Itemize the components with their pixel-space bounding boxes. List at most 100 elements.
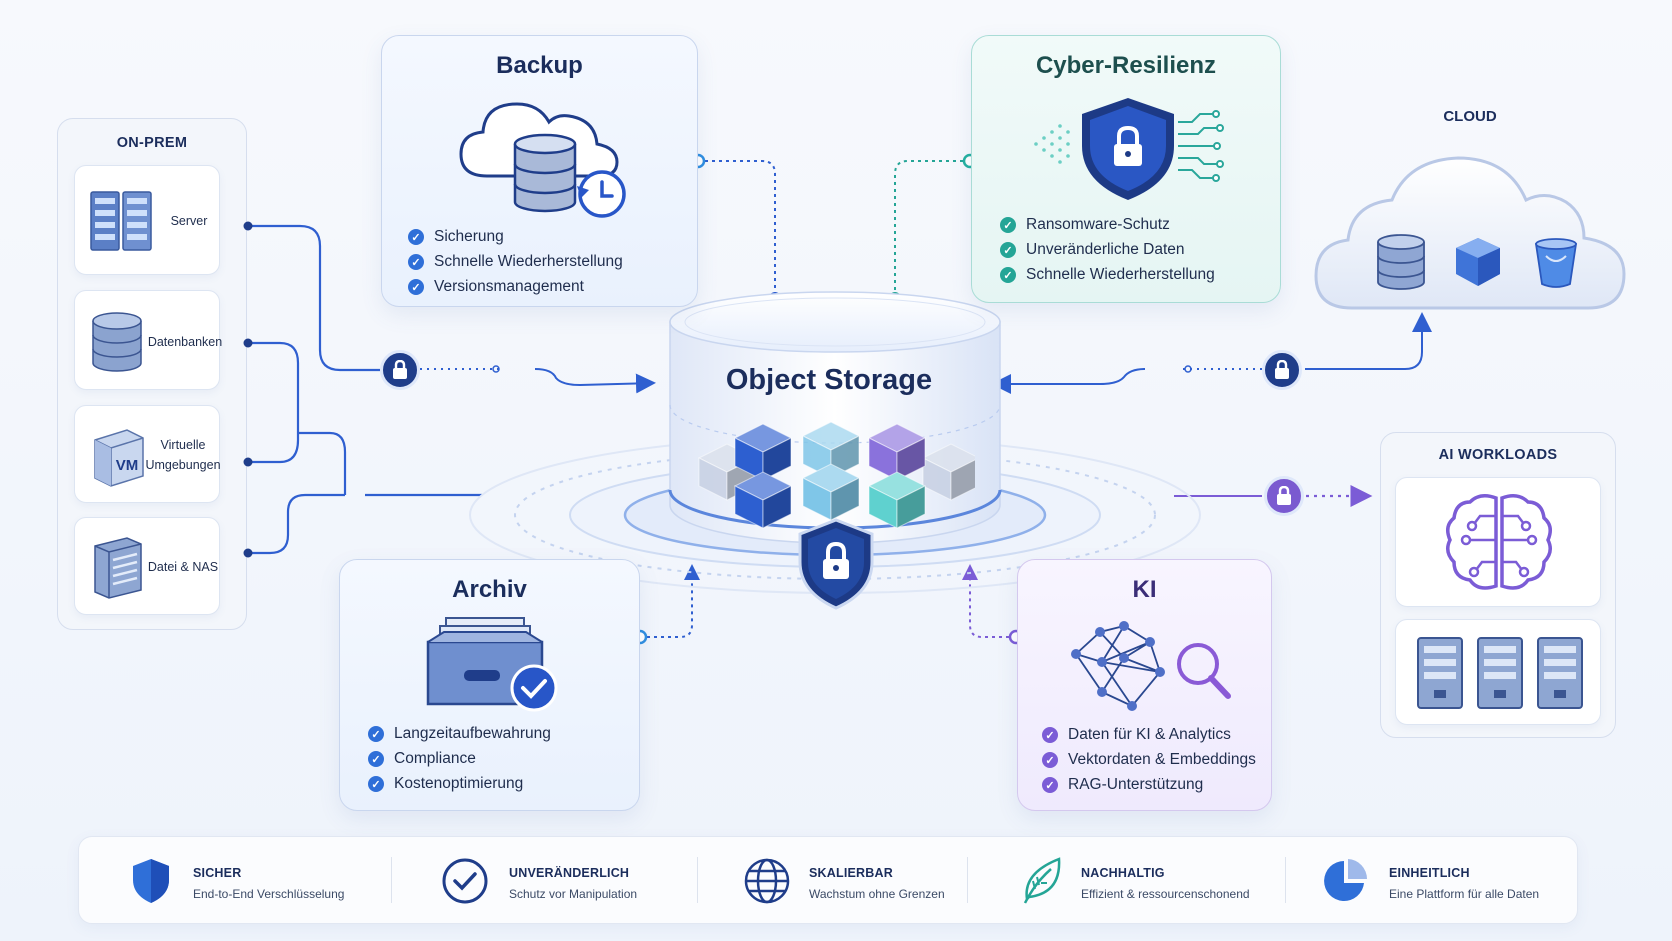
check-icon: ✓ bbox=[1042, 752, 1058, 768]
archive-drawer-check-icon bbox=[426, 617, 558, 712]
onprem-lock-badge bbox=[380, 350, 420, 390]
cloud-database-clock-icon bbox=[459, 102, 626, 218]
benefit-secure: SICHER End-to-End Verschlüsselung bbox=[129, 837, 379, 923]
check-icon: ✓ bbox=[1000, 217, 1016, 233]
archive-card[interactable]: Archiv ✓Langzeitaufbewahrung ✓Compliance… bbox=[339, 559, 640, 811]
benefit-title: SKALIERBAR bbox=[809, 866, 893, 880]
cyber-title: Cyber-Resilienz bbox=[1035, 52, 1217, 79]
benefit-separator bbox=[1285, 857, 1286, 903]
benefit-separator bbox=[967, 857, 968, 903]
onprem-bus-lines bbox=[248, 224, 482, 555]
on-prem-item-label-line2: Umgebungen bbox=[145, 458, 221, 472]
benefit-subtitle: Wachstum ohne Grenzen bbox=[809, 887, 945, 901]
data-cube bbox=[733, 423, 793, 481]
data-cube bbox=[921, 443, 975, 501]
archive-title: Archiv bbox=[452, 576, 527, 603]
benefit-separator bbox=[391, 857, 392, 903]
data-cube bbox=[867, 471, 927, 529]
vm-box-icon: VM bbox=[94, 429, 144, 487]
file-storage-icon bbox=[94, 537, 142, 599]
brain-circuit-icon bbox=[1446, 494, 1552, 590]
benefit-title: UNVERÄNDERLICH bbox=[509, 866, 630, 880]
database-icon bbox=[92, 312, 142, 372]
pie-chart-icon bbox=[1324, 859, 1367, 901]
bus-connector-dots bbox=[243, 221, 253, 558]
cyber-feature: ✓Unveränderliche Daten bbox=[1000, 241, 1185, 259]
benefit-immutable: UNVERÄNDERLICH Schutz vor Manipulation bbox=[441, 837, 691, 923]
gpu-servers-icon bbox=[1417, 637, 1583, 709]
cloud-lock-badge bbox=[1262, 350, 1302, 390]
benefit-scalable: SKALIERBAR Wachstum ohne Grenzen bbox=[743, 837, 993, 923]
data-cubes-cluster bbox=[697, 421, 975, 529]
lock-icon bbox=[1277, 486, 1291, 505]
lock-icon bbox=[393, 360, 407, 379]
archive-feature: ✓Kostenoptimierung bbox=[368, 775, 523, 793]
benefit-subtitle: End-to-End Verschlüsselung bbox=[193, 887, 345, 901]
check-icon: ✓ bbox=[408, 254, 424, 270]
benefit-subtitle: Schutz vor Manipulation bbox=[509, 887, 638, 901]
benefit-title: SICHER bbox=[193, 866, 242, 880]
lock-icon bbox=[1275, 360, 1289, 379]
vm-icon-text: VM bbox=[116, 457, 139, 474]
on-prem-item-server[interactable]: Server bbox=[74, 165, 220, 275]
benefit-separator bbox=[697, 857, 698, 903]
benefit-title: NACHHALTIG bbox=[1081, 866, 1165, 880]
network-search-icon bbox=[1071, 621, 1231, 711]
ai-feature: ✓Daten für KI & Analytics bbox=[1042, 726, 1231, 744]
on-prem-item-label: Server bbox=[170, 214, 208, 228]
ai-lock-badge bbox=[1264, 476, 1304, 516]
check-icon: ✓ bbox=[368, 751, 384, 767]
bottom-benefits-bar: SICHER End-to-End Verschlüsselung UNVERÄ… bbox=[78, 836, 1578, 924]
backup-title: Backup bbox=[496, 52, 583, 79]
on-prem-panel: ON-PREM Server Datenbanken VM Virtuelle … bbox=[57, 118, 247, 630]
ai-card[interactable]: KI ✓Daten für KI & Analytics ✓Vektordate… bbox=[1017, 559, 1272, 811]
data-cube bbox=[801, 463, 861, 521]
cyber-feature: ✓Schnelle Wiederherstellung bbox=[1000, 266, 1215, 284]
check-icon: ✓ bbox=[368, 776, 384, 792]
ai-workloads-panel: AI WORKLOADS bbox=[1380, 432, 1616, 738]
benefit-subtitle: Effizient & ressourcenschonend bbox=[1081, 887, 1250, 901]
shield-icon bbox=[133, 859, 169, 903]
backup-feature: ✓Sicherung bbox=[408, 228, 504, 246]
on-prem-item-label: Datenbanken bbox=[147, 335, 223, 349]
cyber-resilience-card[interactable]: Cyber-Resilienz ✓Ransomware-Schutz ✓Unve… bbox=[971, 35, 1281, 303]
check-icon: ✓ bbox=[1042, 727, 1058, 743]
benefit-unified: EINHEITLICH Eine Plattform für alle Date… bbox=[1323, 837, 1563, 923]
on-prem-item-file-nas[interactable]: Datei & NAS bbox=[74, 517, 220, 615]
check-icon: ✓ bbox=[368, 726, 384, 742]
ai-brain-item[interactable] bbox=[1395, 477, 1601, 607]
archive-feature: ✓Langzeitaufbewahrung bbox=[368, 725, 551, 743]
on-prem-item-label-line1: Virtuelle bbox=[160, 438, 206, 452]
cloud-storage-icon bbox=[1314, 156, 1626, 310]
cyber-feature: ✓Ransomware-Schutz bbox=[1000, 216, 1170, 234]
on-prem-item-virtual[interactable]: VM Virtuelle Umgebungen bbox=[74, 405, 221, 503]
check-icon: ✓ bbox=[408, 229, 424, 245]
cloud-title: CLOUD bbox=[1443, 108, 1497, 125]
backup-feature: ✓Schnelle Wiederherstellung bbox=[408, 253, 623, 271]
ai-feature: ✓Vektordaten & Embeddings bbox=[1042, 751, 1256, 769]
data-cube bbox=[733, 471, 793, 529]
on-prem-item-label: Datei & NAS bbox=[147, 560, 219, 574]
check-icon: ✓ bbox=[1000, 267, 1016, 283]
check-icon: ✓ bbox=[408, 279, 424, 295]
benefit-title: EINHEITLICH bbox=[1389, 866, 1470, 880]
backup-feature: ✓Versionsmanagement bbox=[408, 278, 584, 296]
archive-feature: ✓Compliance bbox=[368, 750, 476, 768]
ai-workloads-title: AI WORKLOADS bbox=[1438, 447, 1558, 463]
check-icon: ✓ bbox=[1042, 777, 1058, 793]
leaf-icon bbox=[1023, 857, 1061, 904]
backup-card[interactable]: Backup ✓Sicherung ✓Schnelle Wiederherste… bbox=[381, 35, 698, 307]
globe-icon bbox=[744, 858, 790, 904]
check-circle-icon bbox=[442, 858, 488, 904]
center-shield-lock-icon bbox=[798, 518, 874, 610]
on-prem-item-databases[interactable]: Datenbanken bbox=[74, 290, 222, 390]
benefit-subtitle: Eine Plattform für alle Daten bbox=[1389, 887, 1540, 901]
center-title: Object Storage bbox=[725, 364, 933, 396]
ai-title: KI bbox=[1132, 576, 1157, 603]
server-rack-icon bbox=[90, 191, 152, 251]
on-prem-title: ON-PREM bbox=[116, 135, 188, 151]
ai-servers-item[interactable] bbox=[1395, 619, 1601, 725]
ai-feature: ✓RAG-Unterstützung bbox=[1042, 776, 1203, 794]
check-icon: ✓ bbox=[1000, 242, 1016, 258]
benefit-sustainable: NACHHALTIG Effizient & ressourcenschonen… bbox=[1019, 837, 1279, 923]
